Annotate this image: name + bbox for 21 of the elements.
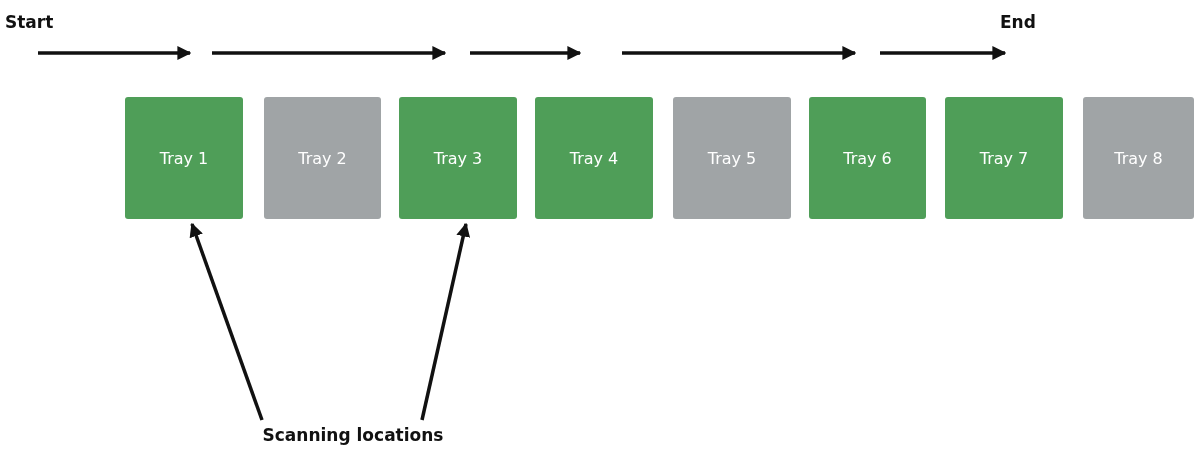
- tray-box: [809, 97, 926, 219]
- tray-label: Tray 8: [1114, 148, 1163, 168]
- tray-box: [125, 97, 243, 219]
- tray-box: [945, 97, 1063, 219]
- tray-label: Tray 6: [843, 148, 892, 168]
- tray-label: Tray 2: [298, 148, 347, 168]
- caption-text: Scanning locations: [228, 422, 478, 448]
- endpoint-label: Start: [5, 12, 54, 32]
- tray-box: [673, 97, 791, 219]
- tray-label: Tray 1: [159, 148, 209, 168]
- tray-label: Tray 4: [569, 148, 619, 168]
- tray-box: [264, 97, 381, 219]
- tray-box: [399, 97, 517, 219]
- tray-label: Tray 3: [433, 148, 483, 168]
- tray-label: Tray 7: [979, 148, 1029, 168]
- arrow: [420, 222, 471, 421]
- tray-box: [535, 97, 653, 219]
- tray-box: [1083, 97, 1194, 219]
- tray-label: Tray 5: [707, 148, 757, 168]
- arrow: [189, 222, 264, 421]
- endpoint-label: End: [1000, 12, 1036, 32]
